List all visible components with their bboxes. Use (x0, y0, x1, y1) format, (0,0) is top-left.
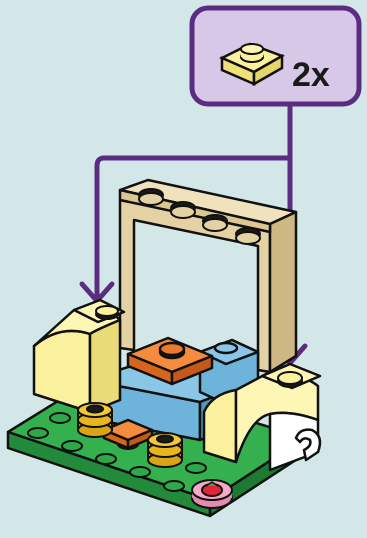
pink-round-tile-strawberry (192, 480, 232, 508)
left-target-plate (96, 306, 118, 319)
gold-coin-stack-left (78, 403, 112, 437)
gold-coin-stack-right (148, 433, 182, 467)
tan-arch-frame (120, 180, 296, 372)
right-target-plate (278, 372, 302, 387)
parts-callout: 2x (192, 8, 359, 104)
part-quantity-label: 2x (292, 56, 330, 94)
